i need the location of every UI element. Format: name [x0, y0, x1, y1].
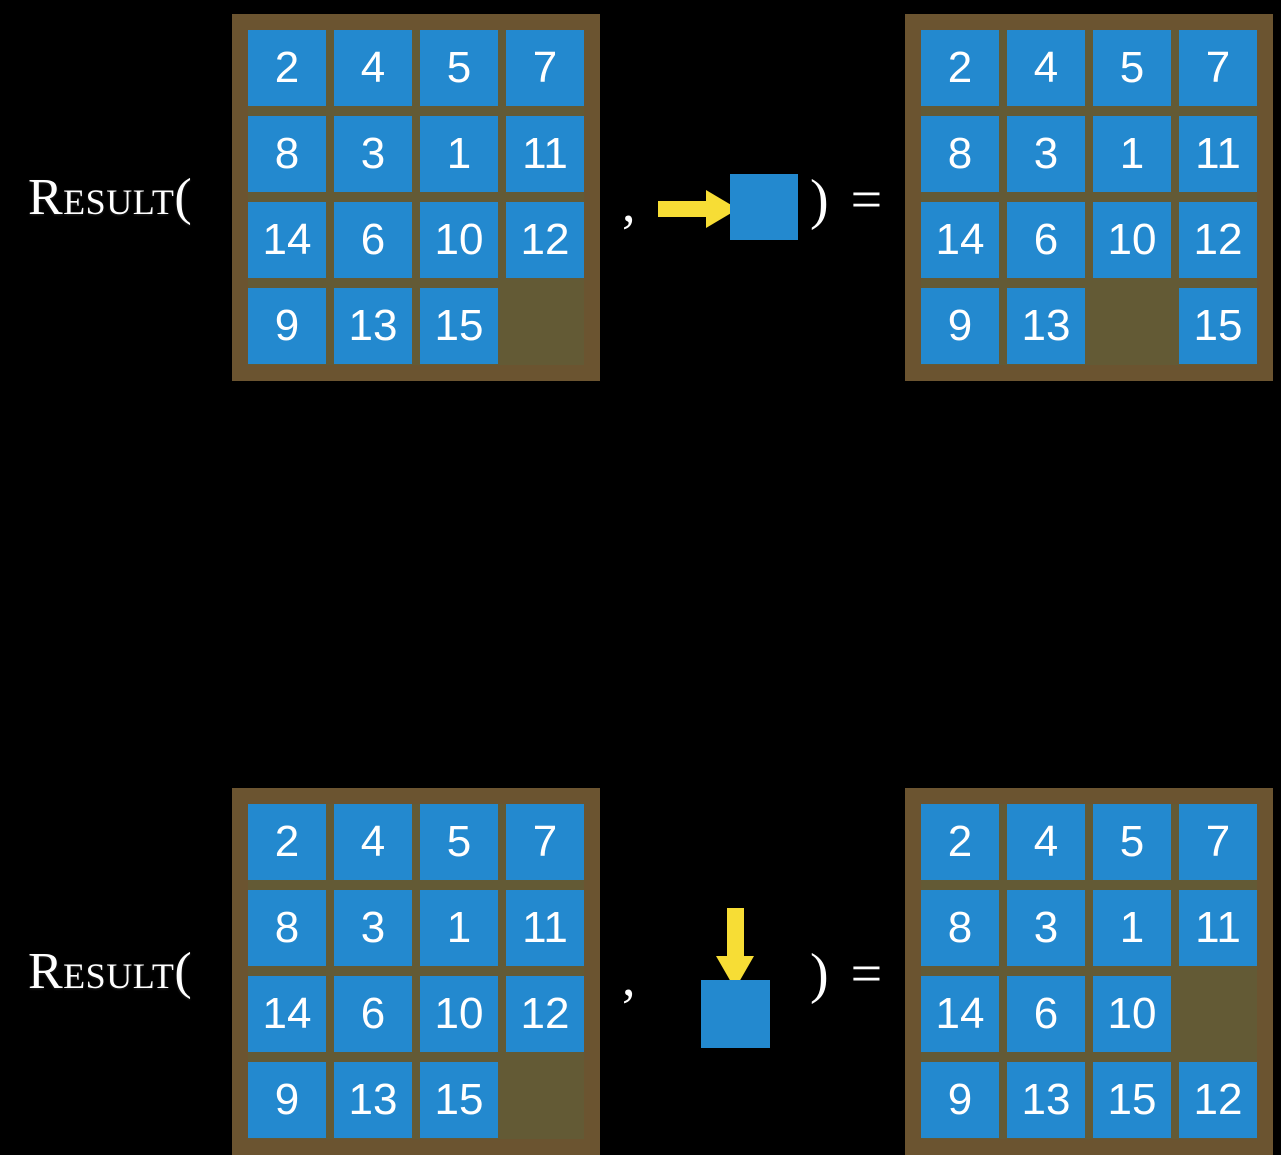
puzzle-tile[interactable]: 5 — [1093, 30, 1171, 106]
arrow-shaft — [658, 201, 710, 217]
puzzle-tile[interactable]: 7 — [1179, 804, 1257, 880]
puzzle-tile[interactable]: 1 — [420, 116, 498, 192]
puzzle-tile[interactable]: 13 — [334, 288, 412, 364]
puzzle-tile[interactable]: 13 — [1007, 288, 1085, 364]
arrow-down-icon — [716, 908, 754, 990]
puzzle-tile[interactable]: 10 — [420, 202, 498, 278]
empty-slot — [506, 288, 584, 364]
puzzle-tile[interactable]: 14 — [921, 202, 999, 278]
puzzle-tile[interactable]: 5 — [1093, 804, 1171, 880]
puzzle-tile[interactable]: 2 — [921, 804, 999, 880]
puzzle-tile[interactable]: 10 — [1093, 976, 1171, 1052]
blue-square-icon — [701, 980, 770, 1048]
puzzle-tile[interactable]: 8 — [921, 890, 999, 966]
puzzle-tile[interactable]: 14 — [248, 202, 326, 278]
puzzle-tile[interactable]: 8 — [921, 116, 999, 192]
puzzle-tile[interactable]: 7 — [506, 804, 584, 880]
puzzle-tile[interactable]: 1 — [420, 890, 498, 966]
puzzle-tile[interactable]: 11 — [1179, 890, 1257, 966]
puzzle-tile[interactable]: 2 — [248, 30, 326, 106]
puzzle-tile[interactable]: 15 — [1179, 288, 1257, 364]
empty-slot — [1179, 976, 1257, 1052]
puzzle-tile[interactable]: 4 — [334, 30, 412, 106]
puzzle-tile[interactable]: 15 — [1093, 1062, 1171, 1138]
puzzle-tile[interactable]: 12 — [506, 202, 584, 278]
puzzle-tile[interactable]: 5 — [420, 804, 498, 880]
blue-square-icon — [730, 174, 798, 240]
operator-group-row-2: , ) = — [600, 390, 905, 1048]
puzzle-tile[interactable]: 11 — [506, 116, 584, 192]
result-function-label: Result( — [28, 943, 193, 1000]
puzzle-tile[interactable]: 9 — [248, 1062, 326, 1138]
puzzle-tile[interactable]: 2 — [248, 804, 326, 880]
puzzle-tile[interactable]: 4 — [1007, 804, 1085, 880]
puzzle-tile[interactable]: 4 — [1007, 30, 1085, 106]
puzzle-tile[interactable]: 15 — [420, 288, 498, 364]
puzzle-tile[interactable]: 9 — [921, 1062, 999, 1138]
closing-paren-equals: ) = — [810, 943, 887, 1005]
puzzle-tile[interactable]: 1 — [1093, 890, 1171, 966]
operator-group-row-1: , ) = — [600, 0, 905, 390]
puzzle-tile[interactable]: 14 — [248, 976, 326, 1052]
puzzle-tile[interactable]: 11 — [1179, 116, 1257, 192]
puzzle-tile[interactable]: 4 — [334, 804, 412, 880]
puzzle-tile[interactable]: 8 — [248, 116, 326, 192]
arrow-right-icon — [658, 190, 738, 228]
puzzle-tile[interactable]: 3 — [1007, 116, 1085, 192]
puzzle-tile[interactable]: 3 — [334, 890, 412, 966]
puzzle-tile[interactable]: 13 — [334, 1062, 412, 1138]
puzzle-tile[interactable]: 6 — [334, 202, 412, 278]
result-function-label: Result( — [28, 169, 193, 226]
puzzle-tile[interactable]: 12 — [1179, 202, 1257, 278]
empty-slot — [1093, 288, 1171, 364]
puzzle-tile[interactable]: 5 — [420, 30, 498, 106]
argument-separator-comma: , — [622, 173, 636, 233]
empty-slot — [506, 1062, 584, 1138]
puzzle-tile[interactable]: 15 — [420, 1062, 498, 1138]
puzzle-tile[interactable]: 3 — [1007, 890, 1085, 966]
argument-separator-comma: , — [622, 947, 636, 1007]
puzzle-tile[interactable]: 7 — [506, 30, 584, 106]
puzzle-tile[interactable]: 12 — [1179, 1062, 1257, 1138]
puzzle-tile[interactable]: 6 — [1007, 202, 1085, 278]
puzzle-tile[interactable]: 13 — [1007, 1062, 1085, 1138]
puzzle-tile[interactable]: 10 — [1093, 202, 1171, 278]
puzzle-tile[interactable]: 6 — [1007, 976, 1085, 1052]
puzzle-tile[interactable]: 7 — [1179, 30, 1257, 106]
puzzle-tile[interactable]: 6 — [334, 976, 412, 1052]
puzzle-tile[interactable]: 9 — [248, 288, 326, 364]
arrow-shaft — [727, 908, 744, 960]
puzzle-tile[interactable]: 2 — [921, 30, 999, 106]
puzzle-tile[interactable]: 12 — [506, 976, 584, 1052]
puzzle-tile[interactable]: 3 — [334, 116, 412, 192]
puzzle-tile[interactable]: 14 — [921, 976, 999, 1052]
puzzle-tile[interactable]: 9 — [921, 288, 999, 364]
closing-paren-equals: ) = — [810, 169, 887, 231]
puzzle-tile[interactable]: 10 — [420, 976, 498, 1052]
puzzle-tile[interactable]: 8 — [248, 890, 326, 966]
puzzle-tile[interactable]: 1 — [1093, 116, 1171, 192]
puzzle-tile[interactable]: 11 — [506, 890, 584, 966]
